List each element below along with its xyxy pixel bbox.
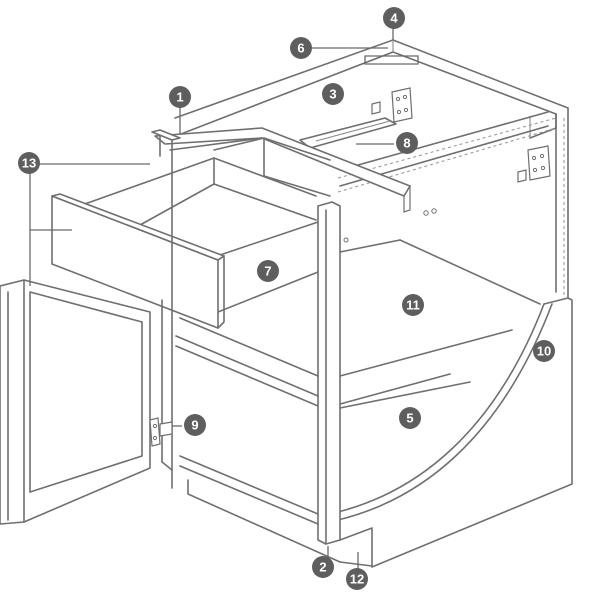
callout-label-4: 4: [390, 11, 398, 26]
callout-badge-2: 2: [312, 556, 334, 578]
callout-label-5: 5: [406, 411, 413, 426]
callout-badge-6: 6: [290, 37, 312, 59]
callout-badge-3: 3: [322, 83, 344, 105]
callout-label-2: 2: [319, 560, 326, 575]
cabinet-door: [0, 279, 151, 525]
cabinet-right-side-panel: [337, 107, 573, 568]
callout-label-3: 3: [329, 87, 336, 102]
callout-badge-8: 8: [396, 132, 418, 154]
rail-screw-holes: [343, 185, 437, 243]
callout-label-12: 12: [350, 572, 364, 587]
drawer-slide-rail: [299, 111, 549, 187]
callout-badge-13: 13: [18, 152, 40, 174]
face-frame-middle-rail: [175, 317, 319, 407]
callout-label-9: 9: [191, 418, 198, 433]
door-hinge: [149, 417, 173, 447]
callout-label-10: 10: [537, 344, 551, 359]
callout-label-11: 11: [406, 298, 420, 313]
callout-badge-4: 4: [383, 7, 405, 29]
cabinet-shelf: [339, 239, 541, 405]
callout-badge-12: 12: [346, 568, 368, 590]
cabinet-bottom-panel: [171, 381, 471, 525]
callout-badge-5: 5: [399, 407, 421, 429]
callout-label-6: 6: [297, 41, 304, 56]
callout-label-7: 7: [264, 264, 271, 279]
mounting-bracket-top: [371, 87, 413, 123]
callout-badge-7: 7: [257, 260, 279, 282]
callout-label-13: 13: [22, 156, 36, 171]
callout-label-1: 1: [176, 90, 183, 105]
cabinet-top-panel: [174, 39, 569, 135]
callout-badge-11: 11: [402, 294, 424, 316]
callout-label-8: 8: [403, 136, 410, 151]
face-frame-right-stile: [317, 201, 341, 545]
mounting-bracket-right: [517, 145, 551, 183]
drawer-front-panel: [51, 193, 225, 329]
callout-badge-1: 1: [169, 86, 191, 108]
callout-badge-9: 9: [184, 414, 206, 436]
toe-kick: [187, 479, 373, 567]
callout-badge-10: 10: [533, 340, 555, 362]
drawer-box: [81, 137, 331, 313]
face-frame-top-rail: [154, 127, 411, 197]
